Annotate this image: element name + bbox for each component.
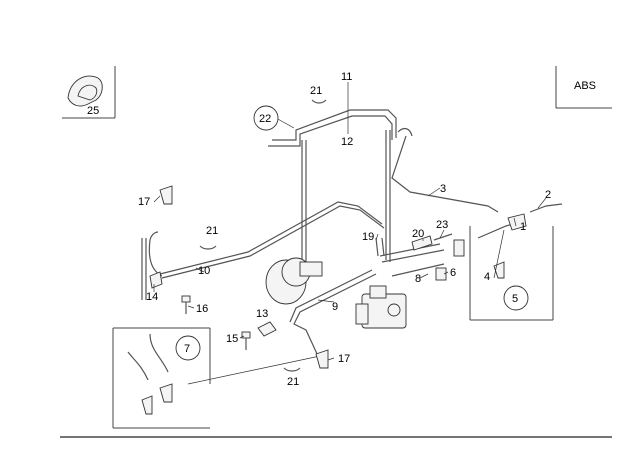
abs-hydraulic-unit bbox=[355, 285, 407, 329]
circled-callouts: 22 7 5 bbox=[175, 105, 529, 361]
callout-6: 6 bbox=[450, 267, 456, 279]
callout-20: 20 bbox=[412, 228, 424, 240]
callout-22: 22 bbox=[259, 113, 271, 125]
abs-badge: ABS bbox=[555, 66, 612, 109]
callout-17a: 17 bbox=[138, 196, 150, 208]
brake-booster bbox=[265, 257, 323, 305]
brake-line-10 bbox=[141, 201, 385, 300]
callout-10: 10 bbox=[198, 265, 210, 277]
callout-21a: 21 bbox=[310, 85, 322, 97]
callout-16: 16 bbox=[196, 303, 208, 315]
fittings-cluster bbox=[375, 203, 563, 281]
brake-line-9 bbox=[289, 269, 377, 357]
callout-1: 1 bbox=[520, 221, 526, 233]
bolts bbox=[149, 271, 277, 350]
callout-4: 4 bbox=[484, 271, 490, 283]
callout-21b: 21 bbox=[206, 225, 218, 237]
inset-tape: 25 bbox=[62, 66, 116, 119]
callout-19: 19 bbox=[362, 231, 374, 243]
callout-21c: 21 bbox=[287, 376, 299, 388]
inset-lines-7 bbox=[112, 327, 321, 429]
callout-9: 9 bbox=[332, 301, 338, 313]
callout-25: 25 bbox=[87, 105, 99, 117]
callout-11: 11 bbox=[341, 71, 352, 83]
callout-5: 5 bbox=[512, 293, 518, 305]
callout-17b: 17 bbox=[338, 353, 350, 365]
callout-7: 7 bbox=[184, 343, 190, 355]
callout-2: 2 bbox=[545, 189, 551, 201]
abs-label: ABS bbox=[574, 80, 596, 92]
callout-8: 8 bbox=[415, 273, 421, 285]
callout-3: 3 bbox=[440, 183, 446, 195]
callout-15: 15 bbox=[226, 333, 238, 345]
callout-14: 14 bbox=[146, 291, 158, 303]
upper-brake-lines bbox=[268, 109, 499, 262]
callout-numbers: 11 12 21 3 2 1 17 21 10 14 16 13 15 9 17… bbox=[138, 71, 551, 388]
callout-13: 13 bbox=[256, 308, 268, 320]
leader-lines bbox=[153, 82, 547, 361]
callout-12: 12 bbox=[341, 136, 353, 148]
callout-23: 23 bbox=[436, 219, 448, 231]
clips bbox=[159, 99, 329, 372]
